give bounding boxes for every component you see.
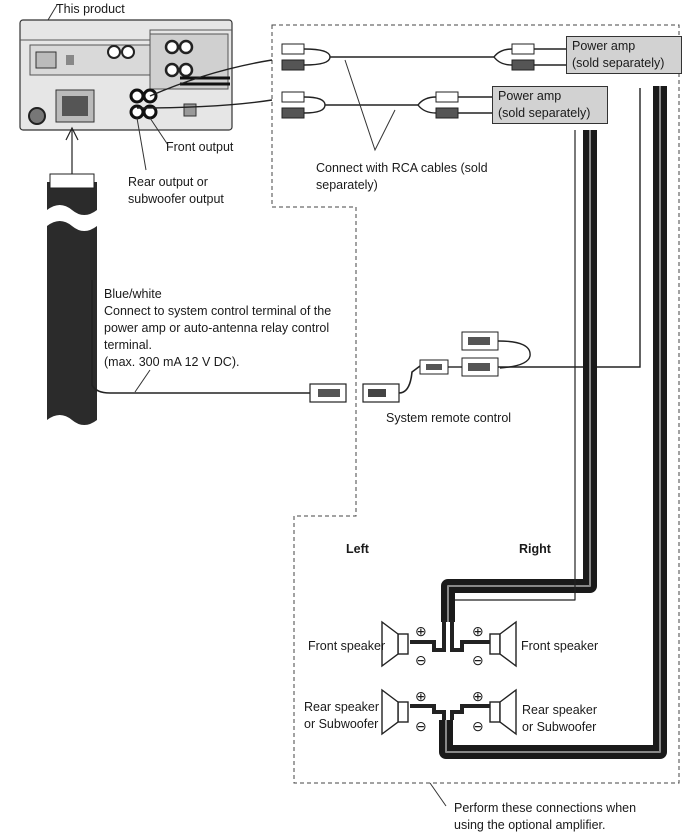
right-heading: Right — [519, 542, 551, 556]
plus-symbol-rear-right: ⊕ — [472, 688, 484, 704]
plus-symbol-rear-left: ⊕ — [415, 688, 427, 704]
system-remote-label: System remote control — [386, 411, 512, 425]
rca-plug-pair-1 — [281, 43, 566, 71]
remote-connector-1 — [309, 383, 347, 403]
remote-wire — [91, 280, 310, 394]
minus-symbol-front-right: ⊖ — [472, 652, 484, 668]
rear-output-label: Rear output or subwoofer output — [128, 175, 224, 206]
footer-note: Perform these connections when using the… — [454, 801, 637, 832]
speaker-rear-right — [489, 688, 517, 736]
speaker-front-right — [489, 620, 517, 668]
minus-symbol-rear-right: ⊖ — [472, 718, 484, 734]
speaker-rear-left — [381, 688, 409, 736]
left-heading: Left — [346, 542, 369, 556]
power-amp-box-1: Power amp (sold separately) — [566, 36, 682, 74]
blue-white-note: Blue/white Connect to system control ter… — [104, 287, 332, 369]
amp-speaker-cables — [439, 86, 667, 759]
speaker-front-left — [381, 620, 409, 668]
rca-plug-pair-2 — [281, 91, 492, 119]
rca-cables-note: Connect with RCA cables (sold separately… — [316, 161, 488, 192]
head-unit-rear-panel — [19, 19, 233, 131]
plus-symbol-front-right: ⊕ — [472, 623, 484, 639]
front-output-label: Front output — [166, 140, 234, 154]
rear-speaker-left-label: Rear speaker or Subwoofer — [304, 700, 380, 731]
power-amp-box-2: Power amp (sold separately) — [492, 86, 608, 124]
front-speaker-left-label: Front speaker — [308, 639, 386, 653]
front-speaker-right-label: Front speaker — [521, 639, 599, 653]
minus-symbol-front-left: ⊖ — [415, 652, 427, 668]
product-label: This product — [56, 2, 125, 16]
remote-connector-2 — [362, 88, 641, 403]
minus-symbol-rear-left: ⊖ — [415, 718, 427, 734]
plus-symbol-front-left: ⊕ — [415, 623, 427, 639]
speaker-wires — [410, 620, 490, 720]
optional-amplifier-area — [271, 24, 680, 784]
rear-speaker-right-label: Rear speaker or Subwoofer — [522, 703, 598, 734]
wiring-harness — [47, 126, 97, 440]
